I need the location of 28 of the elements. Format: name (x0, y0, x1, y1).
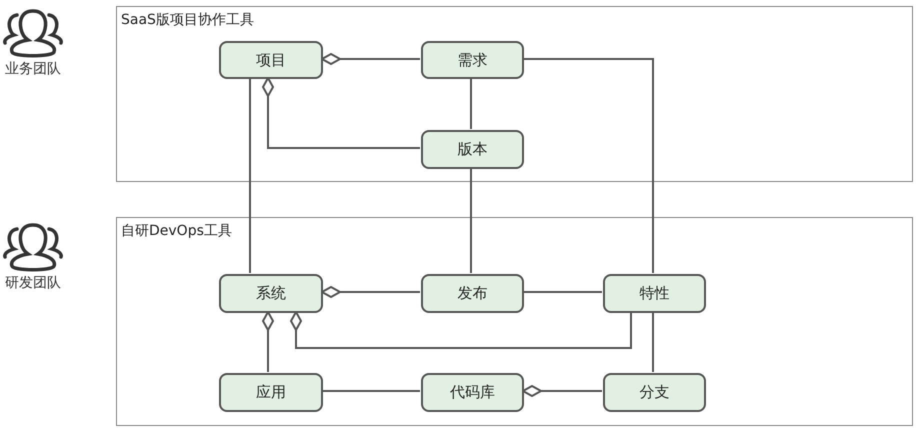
entity-box: 版本 (421, 130, 524, 169)
connector-line (523, 291, 602, 293)
aggregation-connector (522, 385, 602, 397)
aggregation-connector (290, 311, 632, 349)
entity-box: 发布 (421, 274, 524, 313)
tool-group-panel (116, 6, 913, 182)
connector-line (322, 390, 420, 392)
entity-box: 特性 (603, 274, 706, 313)
aggregation-connector (321, 286, 420, 298)
connector-line (652, 312, 654, 372)
team-label: 业务团队 (5, 60, 61, 78)
tool-group-panel (116, 217, 913, 426)
connector-line (523, 58, 654, 273)
connector-line (249, 78, 251, 273)
entity-box: 代码库 (421, 373, 524, 412)
panel-title: 自研DevOps工具 (121, 222, 232, 240)
aggregation-connector (321, 53, 420, 65)
aggregation-connector (262, 311, 274, 372)
entity-box: 系统 (219, 274, 323, 313)
panel-title: SaaS版项目协作工具 (121, 11, 254, 29)
entity-box: 项目 (219, 41, 323, 79)
aggregation-connector (262, 77, 420, 149)
entity-box: 应用 (219, 373, 323, 412)
entity-box: 需求 (421, 41, 524, 79)
entity-box: 分支 (603, 373, 706, 412)
team-label: 研发团队 (5, 274, 61, 292)
connector-line (470, 78, 472, 129)
connector-line (470, 168, 472, 273)
